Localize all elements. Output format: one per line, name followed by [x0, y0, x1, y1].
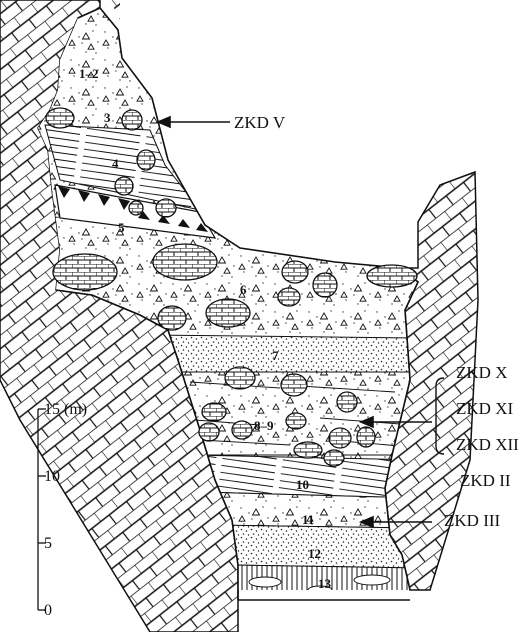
locality-label-zkd-v: ZKD V: [234, 113, 286, 132]
layer-label-6: 6: [240, 282, 247, 297]
scale-label-15: 15 (m): [44, 401, 87, 418]
scale-label-10: 10: [44, 468, 60, 485]
top-wall-fragment: [110, 0, 120, 20]
layer-label-8-9: 8–9: [254, 418, 274, 433]
locality-label-zkd-ii: ZKD II: [460, 471, 511, 490]
locality-label-zkd-x: ZKD X: [456, 363, 507, 382]
layer-label-1-2: 1–2: [79, 66, 99, 81]
locality-label-zkd-xii: ZKD XII: [456, 435, 519, 454]
layer-7: [150, 335, 420, 372]
layer-label-13: 13: [318, 576, 332, 591]
locality-label-zkd-xi: ZKD XI: [456, 399, 513, 418]
scale-label-5: 5: [44, 535, 52, 552]
layer-label-5: 5: [118, 220, 125, 235]
locality-label-zkd-iii: ZKD III: [444, 511, 501, 530]
layer-label-10: 10: [296, 477, 309, 492]
layer-label-11: 11: [302, 512, 314, 527]
layer-label-3: 3: [104, 110, 111, 125]
layer-label-7: 7: [272, 348, 279, 363]
layer-label-4: 4: [112, 156, 119, 171]
layer-label-12: 12: [308, 546, 321, 561]
scale-label-0: 0: [44, 602, 52, 619]
